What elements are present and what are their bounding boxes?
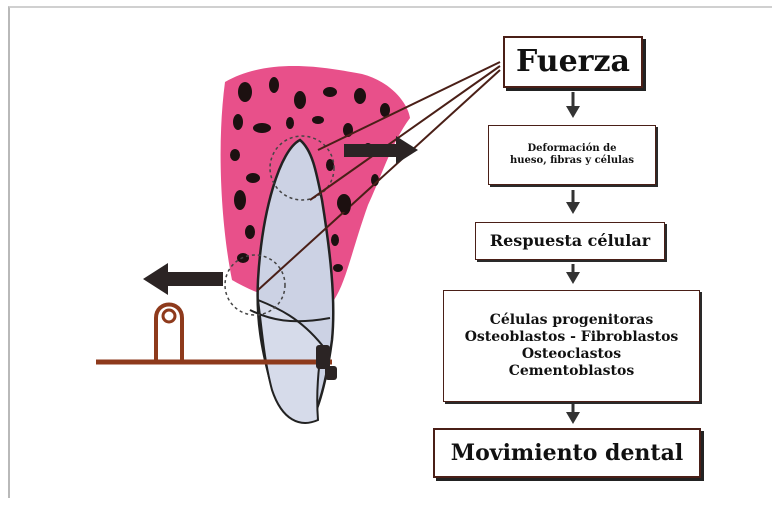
deformation-line-1: Deformación de [527,143,617,154]
tooth-movement-box: Movimiento dental [433,428,701,478]
bracket [316,345,330,369]
spring-loop-eye [161,308,177,324]
deformation-box: Deformación de hueso, fibras y células [488,125,656,185]
spring-loop [154,302,184,362]
pointer-line [309,65,501,201]
flow-arrow-4 [566,404,580,424]
cellular-response-box: Respuesta célular [475,222,665,260]
result-label: Movimiento dental [450,439,684,466]
cell-type-4: Cementoblastos [508,362,635,379]
applied-force-arrow [143,263,223,295]
cervical-line [249,309,331,323]
cell-type-2: Osteoblastos - Fibroblastos [464,329,679,346]
cell-type-3: Osteoclastos [521,346,622,362]
bracket [325,366,337,380]
bone-displacement-arrow [344,136,418,164]
zone-marker [337,194,351,212]
compression-zone-circle [224,254,286,316]
flow-arrow-3 [566,264,580,284]
cell-types-box: Células progenitoras Osteoblastos - Fibr… [443,290,700,402]
pointer-line [257,69,501,291]
deformation-line-2: hueso, fibras y células [509,155,634,166]
response-label: Respuesta célular [489,231,651,251]
pointer-line [317,61,501,151]
force-box: Fuerza [503,36,643,88]
figure-frame [8,6,772,498]
tension-zone-circle [269,135,335,201]
cell-type-1: Células progenitoras [489,312,654,329]
flow-arrow-2 [566,190,580,214]
force-label: Fuerza [516,44,630,79]
flow-arrow-1 [566,92,580,118]
